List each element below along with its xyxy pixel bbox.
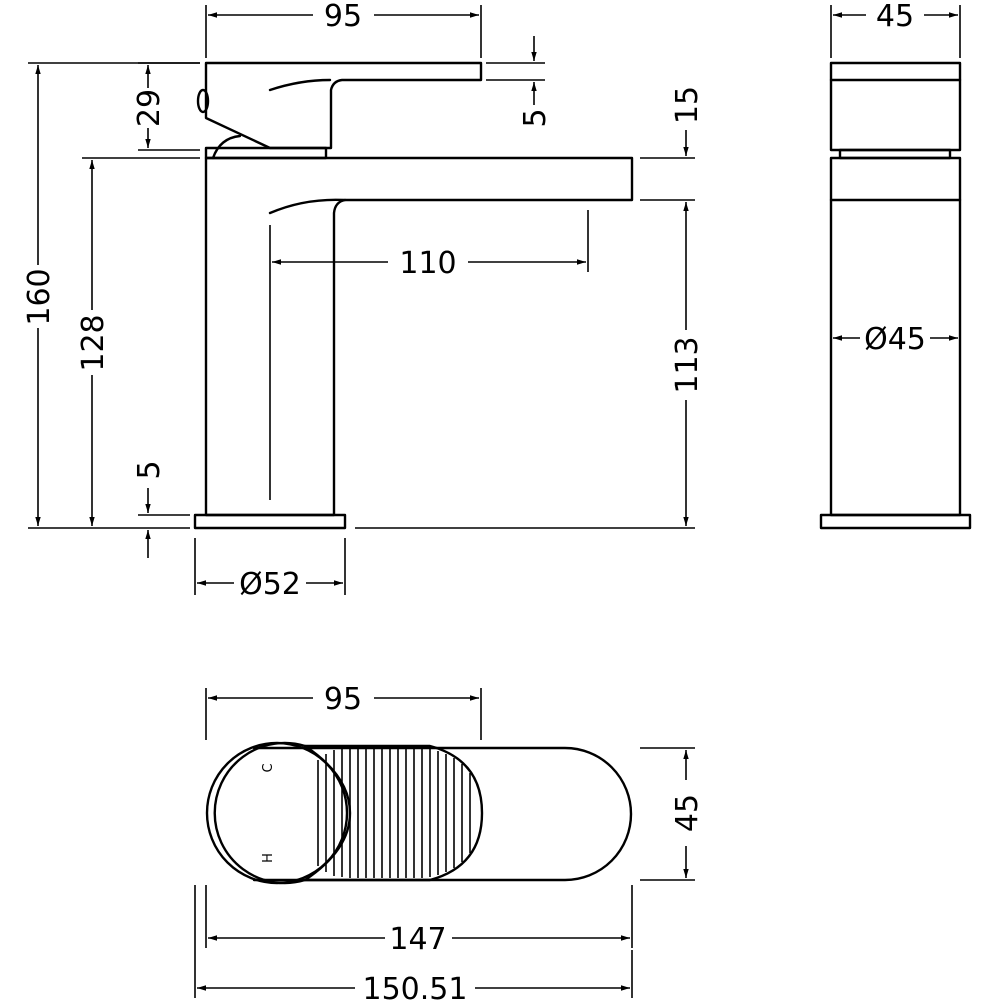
lever-grip	[268, 78, 332, 92]
dim-plan-lever-width: 95	[324, 682, 362, 717]
dim-base-diameter: Ø52	[239, 567, 301, 602]
plan-lever-disc	[205, 741, 349, 885]
lever-shoulder	[211, 134, 242, 160]
dim-spout-height: 128	[76, 314, 111, 371]
lever-collar	[204, 146, 328, 160]
base-plate	[193, 513, 347, 530]
plan-lever-paddle	[303, 744, 484, 882]
dim-plan-depth: 45	[670, 794, 705, 832]
plan-view: C H 95 45 147 150.51	[194, 682, 705, 1000]
lever-grip-ridges	[317, 748, 471, 878]
dim-top-width: 95	[324, 0, 362, 34]
side-lever	[829, 61, 962, 152]
dim-body-diameter: Ø45	[864, 322, 926, 357]
dim-overall-height: 160	[22, 268, 57, 325]
dim-plan-length: 147	[389, 922, 446, 957]
tap-body	[204, 156, 634, 517]
dim-spout-clearance: 113	[670, 336, 705, 393]
hot-label: H	[261, 853, 276, 863]
lever-pin	[196, 88, 210, 114]
dim-plan-overall: 150.51	[363, 972, 468, 1000]
dim-lever-height: 29	[132, 89, 167, 127]
dim-side-width: 45	[876, 0, 914, 34]
dim-lever-clearance: 5	[518, 108, 553, 127]
cold-label: C	[261, 763, 276, 772]
plan-base-disc	[213, 741, 307, 885]
dim-spout-reach: 110	[399, 246, 456, 281]
side-base-plate	[819, 513, 972, 530]
lever-handle	[204, 61, 483, 150]
plan-body-outline	[252, 746, 633, 882]
dim-base-plate: 5	[132, 460, 167, 479]
spout-outlet	[268, 198, 347, 215]
side-elevation: 45 Ø45	[819, 0, 972, 530]
front-elevation: 95 5 29 160 128 5 110	[22, 0, 705, 602]
dim-spout-thickness: 15	[670, 86, 705, 124]
